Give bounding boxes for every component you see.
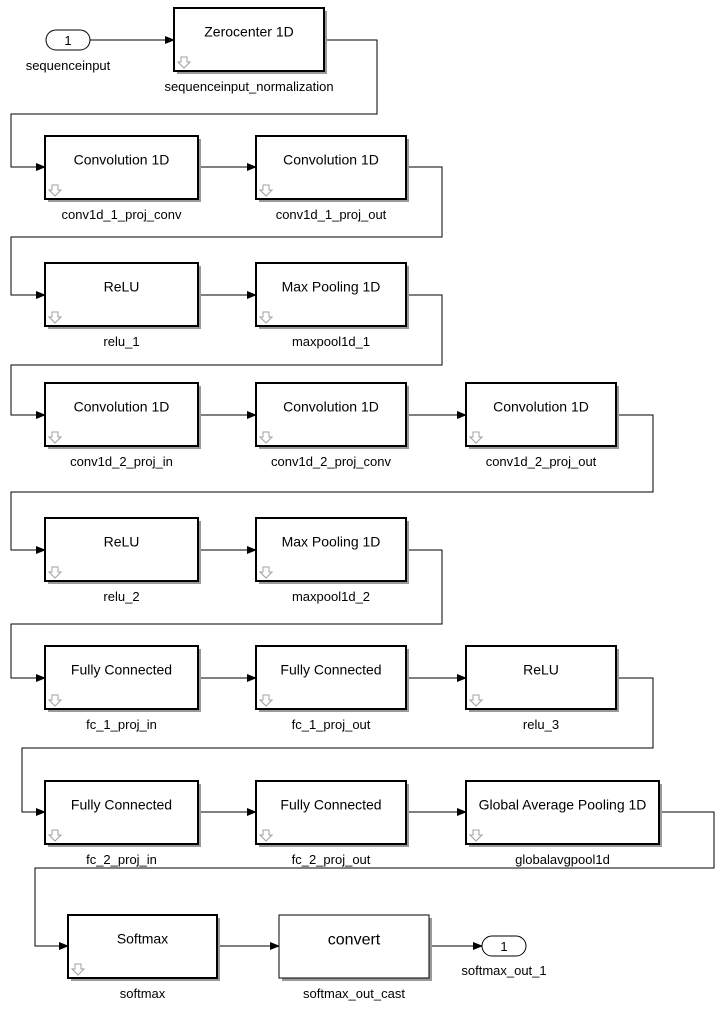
block-title: Fully Connected — [280, 797, 381, 813]
inport-number: 1 — [64, 33, 71, 48]
mask-arrow-icon — [47, 566, 63, 579]
blocks: Zerocenter 1D sequenceinput_normalization… — [44, 7, 662, 1001]
block-title: Convolution 1D — [74, 152, 170, 168]
mask-arrow-icon — [47, 431, 63, 444]
block-title: ReLU — [523, 662, 559, 678]
layer-block-relu-3[interactable]: ReLU — [465, 645, 619, 712]
block-title: Softmax — [117, 931, 168, 947]
inport-label: sequenceinput — [26, 58, 111, 73]
block-label: maxpool1d_2 — [292, 589, 370, 604]
block-title: Convolution 1D — [283, 399, 379, 415]
connection-line — [34, 811, 715, 950]
block-label: conv1d_2_proj_conv — [271, 454, 391, 469]
outport-number: 1 — [500, 939, 507, 954]
inport-block[interactable]: 1 — [45, 29, 91, 51]
layer-block-softmax-out-cast[interactable]: convert — [278, 914, 432, 981]
mask-arrow-icon — [468, 829, 484, 842]
layer-block-sequenceinput-normalization[interactable]: Zerocenter 1D — [173, 7, 327, 74]
block-title: ReLU — [104, 279, 140, 295]
block-label: conv1d_1_proj_conv — [62, 207, 182, 222]
connection-line — [21, 677, 654, 816]
mask-arrow-icon — [70, 963, 86, 976]
block-label: fc_2_proj_out — [292, 852, 371, 867]
block-title: Convolution 1D — [283, 152, 379, 168]
block-title: Global Average Pooling 1D — [479, 797, 647, 813]
layer-block-conv1d-2-proj-out[interactable]: Convolution 1D — [465, 382, 619, 449]
outport-block[interactable]: 1 — [481, 935, 527, 957]
layer-block-maxpool1d-1[interactable]: Max Pooling 1D — [255, 262, 409, 329]
connection-line — [10, 166, 443, 299]
mask-arrow-icon — [47, 311, 63, 324]
block-title: Fully Connected — [71, 662, 172, 678]
mask-arrow-icon — [468, 431, 484, 444]
mask-arrow-icon — [258, 311, 274, 324]
block-title: Convolution 1D — [74, 399, 170, 415]
mask-arrow-icon — [176, 56, 192, 69]
mask-arrow-icon — [47, 829, 63, 842]
layer-block-conv1d-2-proj-in[interactable]: Convolution 1D — [44, 382, 201, 449]
connection-line — [10, 414, 654, 554]
mask-arrow-icon — [258, 566, 274, 579]
block-title: ReLU — [104, 534, 140, 550]
block-title: Max Pooling 1D — [282, 534, 381, 550]
layer-block-conv1d-1-proj-out[interactable]: Convolution 1D — [255, 135, 409, 202]
block-label: relu_3 — [523, 717, 559, 732]
ports: 1 sequenceinput 1 softmax_out_1 — [26, 29, 547, 978]
layer-block-globalavgpool1d[interactable]: Global Average Pooling 1D — [465, 780, 662, 847]
mask-arrow-icon — [258, 431, 274, 444]
layer-block-softmax[interactable]: Softmax — [67, 914, 220, 981]
block-label: relu_1 — [103, 334, 139, 349]
block-label: fc_1_proj_in — [86, 717, 157, 732]
block-label: conv1d_1_proj_out — [276, 207, 387, 222]
block-label: globalavgpool1d — [515, 852, 610, 867]
block-label: maxpool1d_1 — [292, 334, 370, 349]
connection-line — [10, 294, 443, 419]
mask-arrow-icon — [468, 694, 484, 707]
block-label: softmax_out_cast — [303, 986, 405, 1001]
connection-line — [10, 549, 443, 682]
layer-block-fc-1-proj-out[interactable]: Fully Connected — [255, 645, 409, 712]
block-label: softmax — [120, 986, 166, 1001]
mask-arrow-icon — [258, 184, 274, 197]
mask-arrow-icon — [47, 184, 63, 197]
mask-arrow-icon — [258, 829, 274, 842]
block-title: Max Pooling 1D — [282, 279, 381, 295]
outport-label: softmax_out_1 — [461, 963, 546, 978]
block-label: fc_2_proj_in — [86, 852, 157, 867]
connection-line — [10, 39, 378, 171]
block-title: Fully Connected — [280, 662, 381, 678]
layer-block-relu-2[interactable]: ReLU — [44, 517, 201, 584]
block-title: Zerocenter 1D — [204, 24, 293, 40]
block-label: sequenceinput_normalization — [164, 79, 333, 94]
block-label: relu_2 — [103, 589, 139, 604]
block-title: Convolution 1D — [493, 399, 589, 415]
layer-block-fc-2-proj-in[interactable]: Fully Connected — [44, 780, 201, 847]
block-label: conv1d_2_proj_out — [486, 454, 597, 469]
layer-block-relu-1[interactable]: ReLU — [44, 262, 201, 329]
layer-block-conv1d-2-proj-conv[interactable]: Convolution 1D — [255, 382, 409, 449]
block-title: Fully Connected — [71, 797, 172, 813]
block-label: conv1d_2_proj_in — [70, 454, 173, 469]
layer-block-maxpool1d-2[interactable]: Max Pooling 1D — [255, 517, 409, 584]
mask-arrow-icon — [258, 694, 274, 707]
layer-block-fc-2-proj-out[interactable]: Fully Connected — [255, 780, 409, 847]
layer-block-fc-1-proj-in[interactable]: Fully Connected — [44, 645, 201, 712]
mask-arrow-icon — [47, 694, 63, 707]
layer-block-conv1d-1-proj-conv[interactable]: Convolution 1D — [44, 135, 201, 202]
connections — [10, 36, 715, 950]
block-label: fc_1_proj_out — [292, 717, 371, 732]
block-title: convert — [328, 932, 381, 949]
